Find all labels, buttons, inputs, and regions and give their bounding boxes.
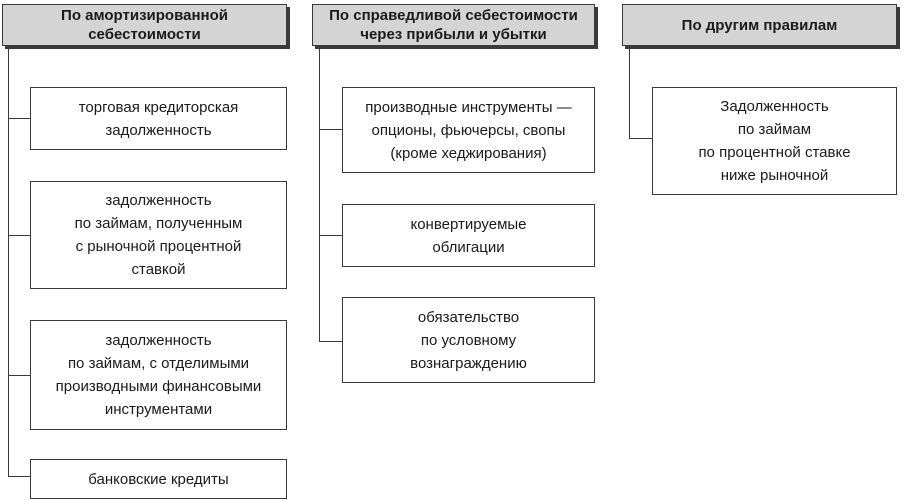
item-box: обязательство по условному вознаграждени… [342, 297, 595, 383]
item-label: обязательство по условному вознаграждени… [410, 308, 527, 372]
connector-branch [8, 375, 30, 376]
connector-trunk [629, 46, 630, 139]
column-header-other-rules: По другим правилам [622, 4, 897, 46]
column-header-amortized-cost: По амортизированной себестоимости [2, 4, 287, 46]
item-box: банковские кредиты [30, 459, 287, 499]
connector-branch [8, 476, 30, 477]
connector-branch [319, 235, 342, 236]
item-box: торговая кредиторская задолженность [30, 87, 287, 150]
item-box: конвертируемые облигации [342, 204, 595, 267]
item-label: Задолженность по займам по процентной ст… [698, 98, 851, 184]
connector-branch [8, 235, 30, 236]
item-label: конвертируемые облигации [410, 215, 527, 256]
column-header-label: По другим правилам [681, 16, 838, 34]
connector-branch [8, 118, 30, 119]
item-box: задолженность по займам, полученным с ры… [30, 181, 287, 289]
item-box: задолженность по займам, с отделимыми пр… [30, 320, 287, 430]
item-label: торговая кредиторская задолженность [78, 98, 239, 139]
column-header-label: По амортизированной себестоимости [61, 7, 228, 43]
item-label: производные инструменты — опционы, фьюче… [365, 98, 572, 162]
item-label: банковские кредиты [88, 470, 229, 488]
column-header-label: По справедливой себестоимости через приб… [329, 7, 578, 43]
item-label: задолженность по займам, с отделимыми пр… [55, 332, 262, 418]
item-box: производные инструменты — опционы, фьюче… [342, 87, 595, 173]
item-box: Задолженность по займам по процентной ст… [652, 87, 897, 195]
connector-trunk [319, 46, 320, 342]
item-label: задолженность по займам, полученным с ры… [74, 192, 243, 278]
connector-branch [629, 138, 652, 139]
connector-branch [319, 129, 342, 130]
column-header-fair-value: По справедливой себестоимости через приб… [312, 4, 595, 46]
connector-trunk [8, 46, 9, 477]
connector-branch [319, 341, 342, 342]
